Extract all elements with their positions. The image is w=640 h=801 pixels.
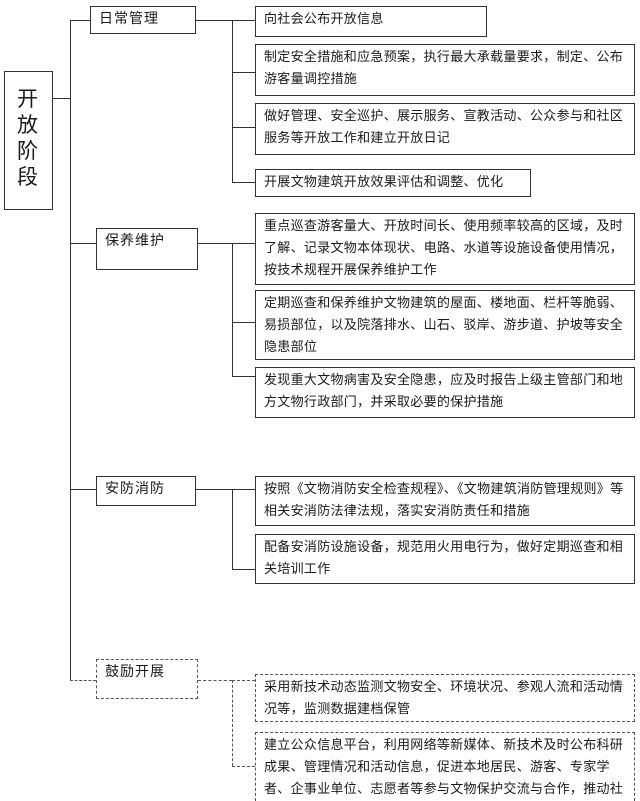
item-box: 定期巡查和保养维护文物建筑的屋面、楼地面、栏杆等脆弱、易损部位，以及院落排水、山… bbox=[255, 290, 635, 360]
main-spine-line bbox=[70, 20, 71, 680]
item-box: 向社会公布开放信息 bbox=[255, 6, 487, 37]
item-text: 采用新技术动态监测文物安全、环境状况、参观人流和活动情况等，监测数据建档保管 bbox=[264, 680, 624, 717]
item-text: 发现重大文物病害及安全隐患，应及时报告上级主管部门和地方文物行政部门，并采取必要… bbox=[264, 373, 624, 410]
category-maintenance: 保养维护 bbox=[96, 228, 198, 270]
branch-line bbox=[232, 680, 233, 766]
item-box: 做好管理、安全巡护、展示服务、宣教活动、公众参与和社区服务等开放工作和建立开放日… bbox=[255, 103, 635, 155]
item-box: 建立公众信息平台，利用网络等新媒体、新技术及时公布科研成果、管理情况和活动信息，… bbox=[255, 732, 635, 801]
item-box: 制定安全措施和应急预案，执行最大承载量要求，制定、公布游客量调控措施 bbox=[255, 44, 635, 96]
connector-line bbox=[232, 569, 255, 570]
item-text: 重点巡查游客量大、开放时间长、使用频率较高的区域，及时了解、记录文物本体现状、电… bbox=[264, 219, 624, 278]
item-text: 按照《文物消防安全检查规程》、《文物建筑消防管理规则》等相关安消防法律法规，落实… bbox=[264, 482, 624, 519]
category-security-fire: 安防消防 bbox=[96, 476, 196, 506]
item-box: 采用新技术动态监测文物安全、环境状况、参观人流和活动情况等，监测数据建档保管 bbox=[255, 674, 635, 722]
item-box: 重点巡查游客量大、开放时间长、使用频率较高的区域，及时了解、记录文物本体现状、电… bbox=[255, 213, 635, 285]
category-label: 日常管理 bbox=[99, 11, 159, 27]
item-text: 做好管理、安全巡护、展示服务、宣教活动、公众参与和社区服务等开放工作和建立开放日… bbox=[264, 109, 624, 146]
root-char: 阶 bbox=[17, 139, 40, 163]
connector-line bbox=[232, 182, 255, 183]
connector-line bbox=[232, 243, 255, 244]
item-box: 配备安消防设施设备，规范用火用电行为，做好定期巡查和相关培训工作 bbox=[255, 534, 635, 584]
connector-line bbox=[70, 680, 96, 681]
connector-line bbox=[198, 243, 232, 244]
connector-line bbox=[198, 680, 232, 681]
category-label: 鼓励开展 bbox=[105, 664, 165, 680]
connector-line bbox=[232, 376, 255, 377]
item-box: 按照《文物消防安全检查规程》、《文物建筑消防管理规则》等相关安消防法律法规，落实… bbox=[255, 476, 635, 526]
connector-line bbox=[232, 680, 255, 681]
item-text: 开展文物建筑开放效果评估和调整、优化 bbox=[264, 175, 504, 190]
category-daily-management: 日常管理 bbox=[90, 6, 196, 34]
connector-line bbox=[70, 489, 96, 490]
category-encouraged: 鼓励开展 bbox=[96, 659, 198, 699]
item-text: 配备安消防设施设备，规范用火用电行为，做好定期巡查和相关培训工作 bbox=[264, 540, 624, 577]
connector-line bbox=[196, 489, 232, 490]
root-node: 开 放 阶 段 bbox=[4, 71, 53, 210]
item-box: 开展文物建筑开放效果评估和调整、优化 bbox=[255, 169, 531, 197]
category-label: 保养维护 bbox=[105, 233, 165, 249]
connector-line bbox=[53, 98, 70, 99]
connector-line bbox=[70, 20, 90, 21]
connector-line bbox=[232, 127, 255, 128]
connector-line bbox=[232, 489, 255, 490]
connector-line bbox=[196, 20, 232, 21]
root-char: 放 bbox=[17, 113, 40, 137]
category-label: 安防消防 bbox=[105, 481, 165, 497]
item-text: 定期巡查和保养维护文物建筑的屋面、楼地面、栏杆等脆弱、易损部位，以及院落排水、山… bbox=[264, 296, 624, 355]
connector-line bbox=[232, 20, 255, 21]
connector-line bbox=[232, 72, 255, 73]
root-char: 段 bbox=[17, 165, 40, 189]
item-box: 发现重大文物病害及安全隐患，应及时报告上级主管部门和地方文物行政部门，并采取必要… bbox=[255, 367, 635, 418]
branch-line bbox=[232, 20, 233, 182]
root-char: 开 bbox=[17, 87, 40, 111]
item-text: 建立公众信息平台，利用网络等新媒体、新技术及时公布科研成果、管理情况和活动信息，… bbox=[264, 738, 624, 797]
item-text: 向社会公布开放信息 bbox=[264, 12, 384, 27]
branch-line bbox=[232, 489, 233, 569]
connector-line bbox=[232, 322, 255, 323]
connector-line bbox=[232, 766, 255, 767]
branch-line bbox=[232, 243, 233, 376]
item-text: 制定安全措施和应急预案，执行最大承载量要求，制定、公布游客量调控措施 bbox=[264, 50, 624, 87]
connector-line bbox=[70, 243, 96, 244]
